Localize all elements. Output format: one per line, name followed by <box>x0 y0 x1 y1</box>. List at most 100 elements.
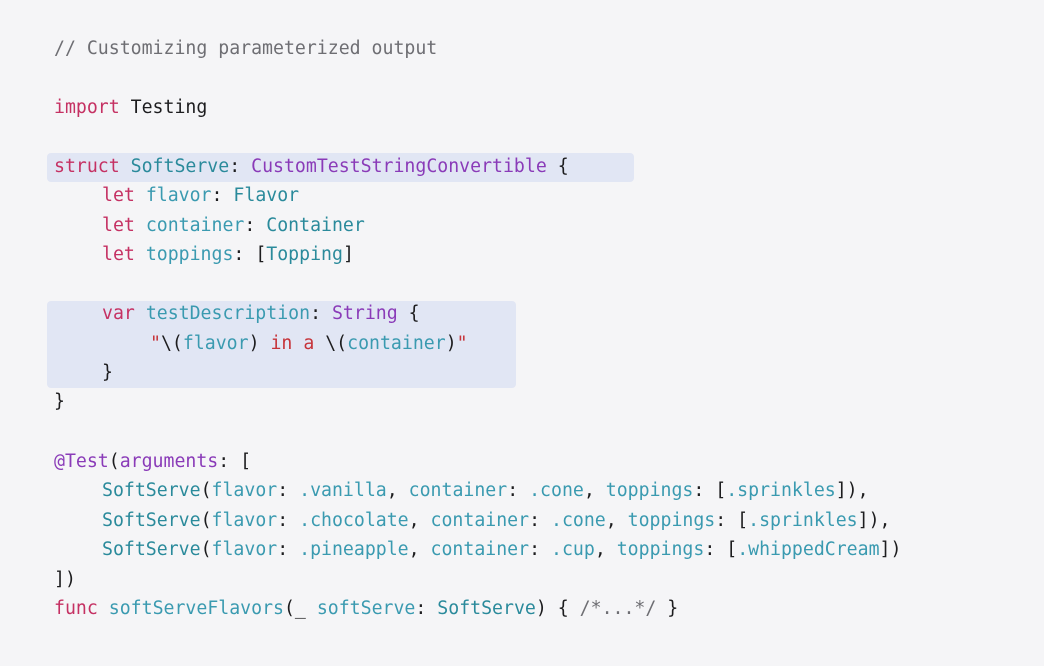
arguments-label: arguments <box>119 451 219 472</box>
code-line-let-container: let container: Container <box>54 214 365 238</box>
label-toppings: toppings <box>605 480 694 501</box>
comma: , <box>408 510 431 531</box>
type-string: String <box>331 303 398 324</box>
case-vanilla: .vanilla <box>299 480 387 501</box>
inline-comment: /*...*/ <box>579 598 657 619</box>
case-whipped-cream: .whippedCream <box>737 539 880 560</box>
label-container: container <box>430 510 530 531</box>
type-softserve: SoftServe <box>102 480 201 501</box>
open-bracket: [ <box>737 510 749 531</box>
type-softserve: SoftServe <box>102 510 201 531</box>
label-flavor: flavor <box>211 480 278 501</box>
type-flavor: Flavor <box>233 185 300 206</box>
label-toppings: toppings <box>627 510 716 531</box>
colon: : <box>415 598 427 619</box>
code-line-import: import Testing <box>54 96 207 120</box>
var-keyword: var <box>102 303 135 324</box>
let-keyword: let <box>102 215 135 236</box>
close-brace: } <box>102 362 113 383</box>
open-bracket: [ <box>255 244 267 265</box>
colon: : <box>244 215 256 236</box>
param-type: SoftServe <box>437 598 536 619</box>
code-line-close-brace-struct: } <box>54 390 65 414</box>
close-bracket-paren: ]), <box>835 480 869 501</box>
label-flavor: flavor <box>211 539 278 560</box>
colon: : <box>277 539 289 560</box>
import-module: Testing <box>130 97 208 118</box>
close-bracket-paren: ]) <box>879 539 902 560</box>
test-attribute: @Test <box>54 451 109 472</box>
code-line-test-attribute: @Test(arguments: [ <box>54 450 251 474</box>
let-keyword: let <box>102 244 135 265</box>
open-paren: ( <box>108 451 120 472</box>
colon: : <box>277 480 289 501</box>
code-line-close-brace-inner: } <box>54 361 113 385</box>
open-bracket: [ <box>726 539 738 560</box>
colon: : <box>507 480 519 501</box>
code-line-argument-chocolate: SoftServe(flavor: .chocolate, container:… <box>54 509 890 533</box>
case-cone: .cone <box>551 510 606 531</box>
code-line-func-declaration: func softServeFlavors(_ softServe: SoftS… <box>54 597 678 621</box>
interpolation-close: ) <box>248 333 260 354</box>
open-bracket: [ <box>715 480 727 501</box>
property-test-description: testDescription <box>145 303 311 324</box>
struct-keyword: struct <box>54 156 120 177</box>
interpolated-container: container <box>347 333 446 354</box>
label-flavor: flavor <box>211 510 278 531</box>
string-in-a: in a <box>259 333 326 354</box>
interpolation-open: \( <box>325 333 348 354</box>
open-brace: { <box>557 598 569 619</box>
protocol-name: CustomTestStringConvertible <box>251 156 547 177</box>
open-brace: { <box>557 156 569 177</box>
colon: : <box>211 185 223 206</box>
struct-name: SoftServe <box>130 156 230 177</box>
property-toppings: toppings <box>145 244 234 265</box>
open-brace: { <box>408 303 420 324</box>
comma: , <box>386 480 409 501</box>
struct-line-highlight <box>47 153 634 182</box>
comma: , <box>594 539 617 560</box>
open-paren: ( <box>200 539 212 560</box>
case-pineapple: .pineapple <box>299 539 409 560</box>
type-container: Container <box>266 215 365 236</box>
open-paren: ( <box>200 480 212 501</box>
string-quote-close: " <box>456 333 468 354</box>
underscore-label: _ <box>294 598 306 619</box>
open-bracket: [ <box>240 451 252 472</box>
code-line-let-toppings: let toppings: [Topping] <box>54 243 354 267</box>
code-line-let-flavor: let flavor: Flavor <box>54 184 299 208</box>
case-cup: .cup <box>551 539 595 560</box>
colon: : <box>529 510 541 531</box>
colon: : <box>218 451 230 472</box>
property-flavor: flavor <box>145 185 212 206</box>
let-keyword: let <box>102 185 135 206</box>
comma: , <box>583 480 606 501</box>
case-sprinkles: .sprinkles <box>726 480 836 501</box>
param-name: softServe <box>316 598 416 619</box>
label-container: container <box>408 480 508 501</box>
comment-text: // Customizing parameterized output <box>54 38 438 59</box>
colon: : <box>229 156 241 177</box>
colon: : <box>693 480 705 501</box>
case-cone: .cone <box>529 480 584 501</box>
colon: : <box>277 510 289 531</box>
case-chocolate: .chocolate <box>299 510 409 531</box>
code-line-argument-vanilla: SoftServe(flavor: .vanilla, container: .… <box>54 479 869 503</box>
open-paren: ( <box>283 598 295 619</box>
colon: : <box>310 303 322 324</box>
interpolated-flavor: flavor <box>182 333 249 354</box>
code-line-var-test-description: var testDescription: String { <box>54 302 420 326</box>
close-bracket: ] <box>342 244 354 265</box>
code-line-argument-pineapple: SoftServe(flavor: .pineapple, container:… <box>54 538 901 562</box>
code-line-struct-declaration: struct SoftServe: CustomTestStringConver… <box>54 155 569 179</box>
close-brace: } <box>54 391 65 412</box>
colon: : <box>529 539 541 560</box>
test-description-highlight <box>47 301 516 388</box>
property-container: container <box>145 215 245 236</box>
type-topping: Topping <box>266 244 343 265</box>
func-name: softServeFlavors <box>108 598 284 619</box>
type-softserve: SoftServe <box>102 539 201 560</box>
interpolation-close: ) <box>445 333 457 354</box>
code-line-comment: // Customizing parameterized output <box>54 37 437 61</box>
code-line-close-arguments: ]) <box>54 568 76 592</box>
